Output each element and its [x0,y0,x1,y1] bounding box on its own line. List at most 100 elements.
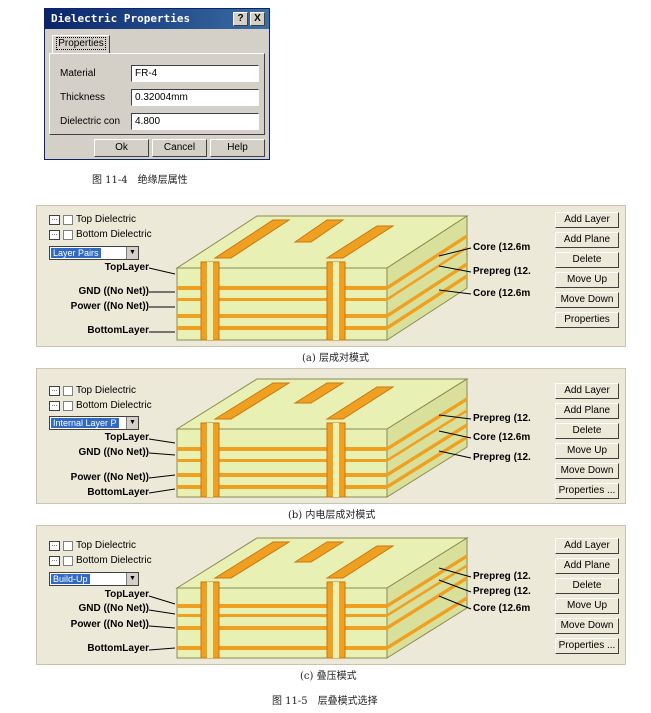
thickness-field[interactable]: 0.32004mm [131,89,259,106]
material-field[interactable]: FR-4 [131,65,259,82]
side-copper [387,596,467,650]
top-dielectric-label: Top Dielectric [76,385,137,396]
help-icon[interactable]: ? [233,12,248,26]
side-copper [387,397,467,451]
side-copper [387,274,467,330]
tab-properties-label: Properties [56,37,106,50]
top-dielectric-checkbox[interactable] [63,385,73,396]
layer-label-gnd: GND ((No Net)) [78,286,149,297]
move-up-button[interactable]: Move Up [555,443,619,459]
tab-properties[interactable]: Properties [52,35,110,54]
bottom-dielectric-label: Bottom Dielectric [76,229,152,240]
stack-mode-select[interactable]: Internal Layer P▼ [49,416,139,430]
more-icon[interactable]: ... [49,229,60,240]
top-dielectric-checkbox[interactable] [63,540,73,551]
add-layer-button[interactable]: Add Layer [555,212,619,228]
copper-layer [177,459,387,462]
bottom-dielectric-checkbox[interactable] [63,400,73,411]
dielectric-label: Prepreg (12. [473,452,531,463]
bottom-dielectric-row[interactable]: ...Bottom Dielectric [49,555,152,568]
move-down-button[interactable]: Move Down [555,463,619,479]
add-plane-button[interactable]: Add Plane [555,403,619,419]
top-dielectric-row[interactable]: ...Top Dielectric [49,214,136,227]
add-plane-button[interactable]: Add Plane [555,232,619,248]
dielectric-constant-field[interactable]: 4.800 [131,113,259,130]
arrow-line [438,247,472,257]
top-trace [213,219,291,259]
properties-button[interactable]: Properties ... [555,638,619,654]
top-dielectric-checkbox[interactable] [63,214,73,225]
dielectric-label: Prepreg (12. [473,571,531,582]
ok-button[interactable]: Ok [94,139,149,157]
via-hole [207,582,213,658]
side-copper [387,435,467,489]
add-layer-button[interactable]: Add Layer [555,538,619,554]
more-icon[interactable]: ... [49,385,60,396]
delete-button[interactable]: Delete [555,252,619,268]
arrow-line [148,267,176,275]
dielectric-label: Core (12.6m [473,288,531,299]
top-trace [325,386,395,420]
arrow-line [148,474,176,479]
layer-label-bottom: BottomLayer [87,325,149,336]
properties-button[interactable]: Properties [555,312,619,328]
dielectric-label: Core (12.6m [473,432,531,443]
bottom-dielectric-row[interactable]: ... Bottom Dielectric [49,229,152,242]
chevron-down-icon[interactable]: ▼ [126,247,138,259]
board-illustration-c [148,537,472,659]
move-up-button[interactable]: Move Up [555,272,619,288]
bottom-dielectric-checkbox[interactable] [63,555,73,566]
delete-button[interactable]: Delete [555,423,619,439]
copper-layer [177,326,387,330]
move-up-button[interactable]: Move Up [555,598,619,614]
arrow-line [438,265,472,273]
chevron-down-icon[interactable]: ▼ [126,573,138,585]
top-dielectric-row[interactable]: ... Top Dielectric [49,540,136,553]
board-illustration-b [148,378,472,498]
via-hole [333,582,339,658]
bottom-dielectric-label: Bottom Dielectric [76,400,152,411]
more-icon[interactable]: ... [49,214,60,225]
arrow-line [438,595,472,610]
top-dielectric-row[interactable]: ... Top Dielectric [49,385,136,398]
help-button[interactable]: Help [210,139,265,157]
chevron-down-icon[interactable]: ▼ [126,417,138,429]
fig-11-5-caption: 图 11-5 层叠模式选择 [272,696,378,707]
copper-layer [177,314,387,318]
cancel-button[interactable]: Cancel [152,139,207,157]
add-layer-button[interactable]: Add Layer [555,383,619,399]
arrow-line [438,450,472,459]
dielectric-label: Prepreg (12. [473,586,531,597]
bottom-dielectric-row[interactable]: ... Bottom Dielectric [49,400,152,413]
material-label: Material [60,68,96,79]
top-dielectric-label: Top Dielectric [76,540,137,551]
move-down-button[interactable]: Move Down [555,618,619,634]
close-icon[interactable]: X [250,12,265,26]
bottom-dielectric-checkbox[interactable] [63,229,73,240]
arrow-line [438,289,472,295]
move-down-button[interactable]: Move Down [555,292,619,308]
layer-label-gnd: GND ((No Net)) [78,447,149,458]
via-hole [207,262,213,340]
copper-layer [177,298,387,301]
layer-label-top: TopLayer [104,432,149,443]
dielectric-constant-label: Dielectric con [60,116,121,127]
stack-mode-select[interactable]: Layer Pairs ▼ [49,246,139,260]
stack-mode-value: Layer Pairs [51,248,101,258]
side-copper [387,423,467,477]
add-plane-button[interactable]: Add Plane [555,558,619,574]
copper-layer [177,447,387,451]
delete-button[interactable]: Delete [555,578,619,594]
layer-label-bottom: BottomLayer [87,643,149,654]
more-icon[interactable]: ... [49,555,60,566]
more-icon[interactable]: ... [49,400,60,411]
properties-button[interactable]: Properties ... [555,483,619,499]
side-copper [387,409,467,462]
stack-mode-select[interactable]: Build-Up▼ [49,572,139,586]
arrow-line [438,430,472,439]
stack-panel-b: ... Top Dielectric ... Bottom Dielectric I… [36,368,626,504]
dielectric-label: Core (12.6m [473,242,531,253]
more-icon[interactable]: ... [49,540,60,551]
copper-layer [177,286,387,290]
copper-layer [177,473,387,477]
